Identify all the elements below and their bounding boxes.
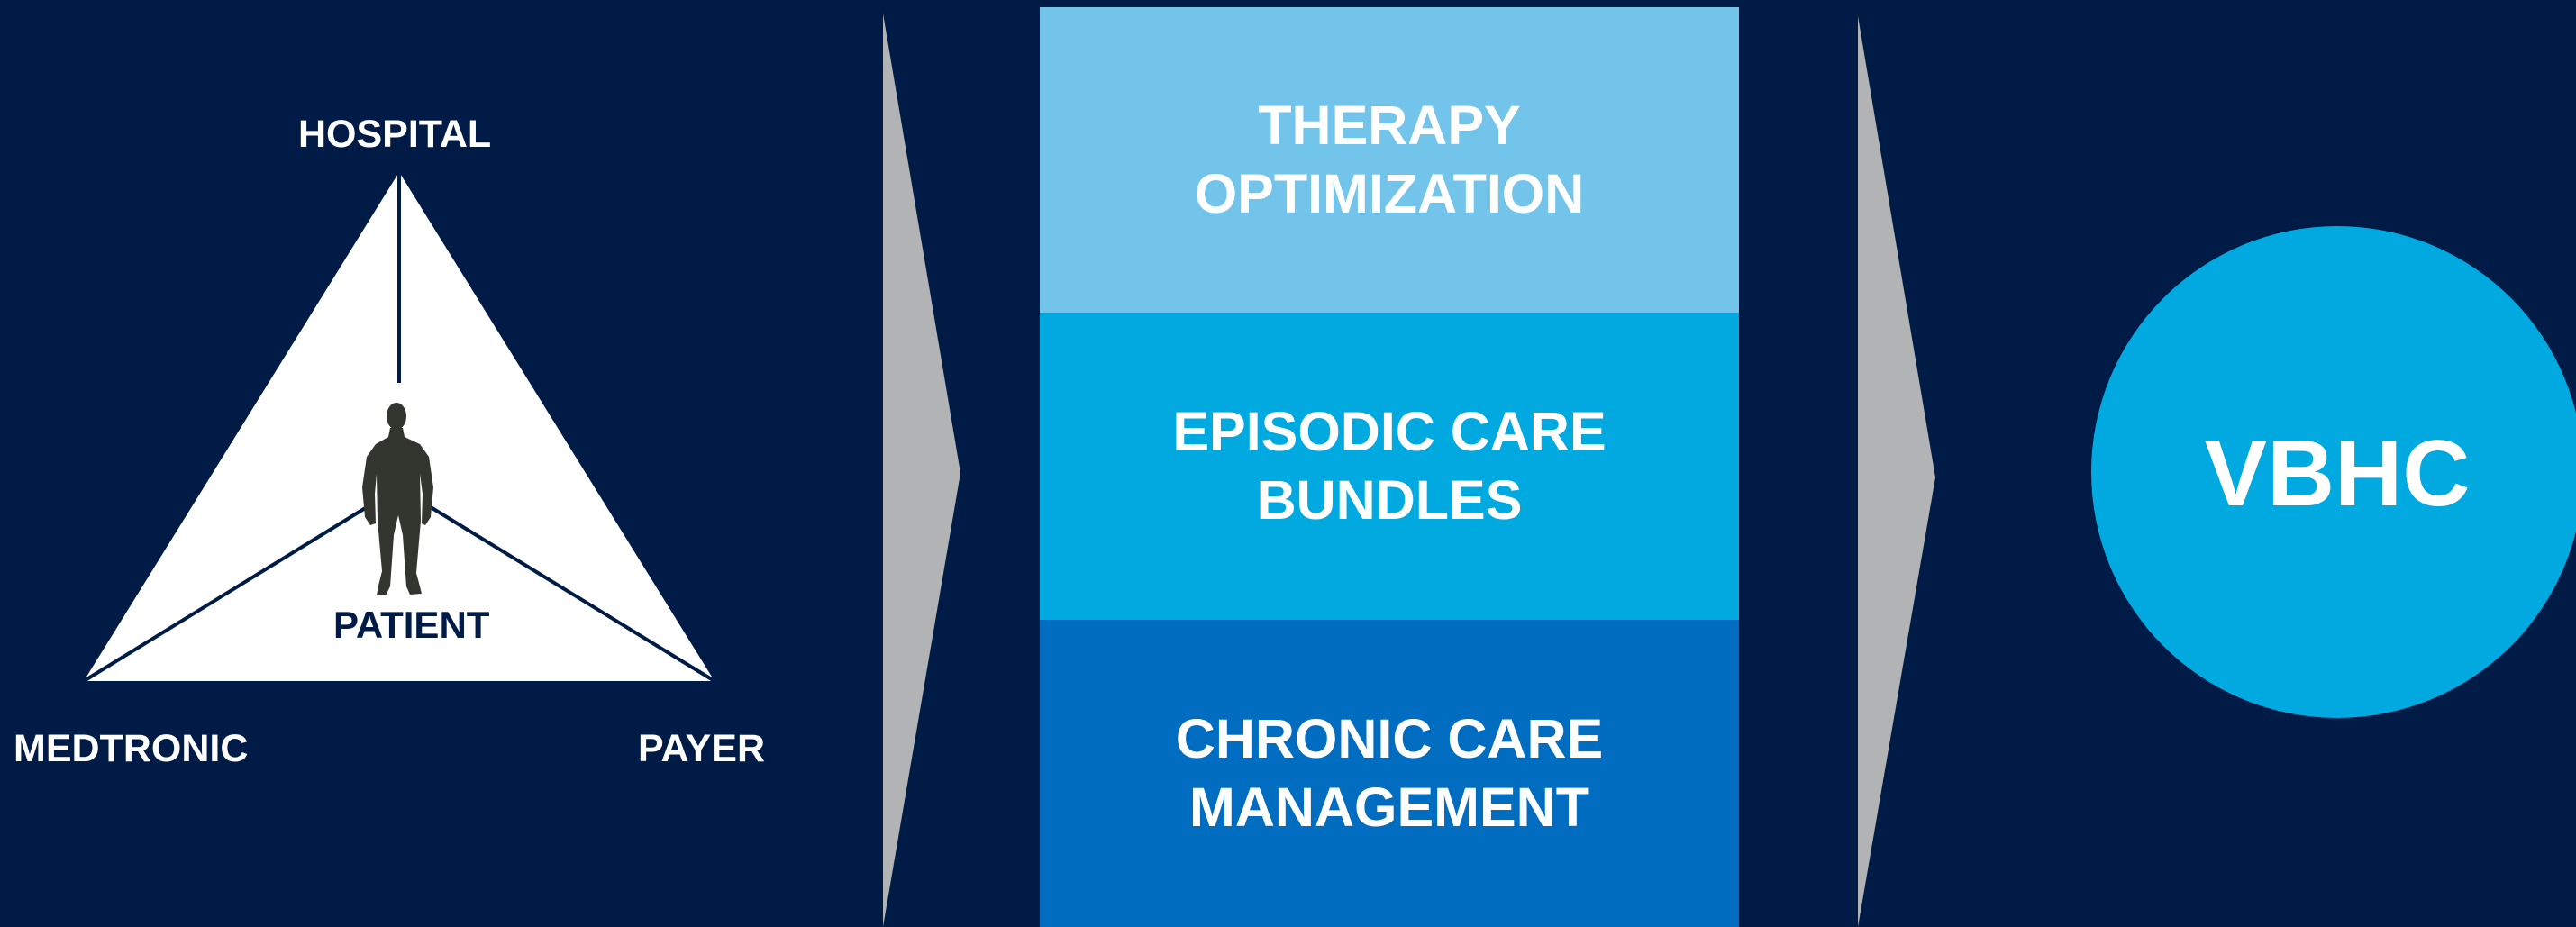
therapy-optimization-label: THERAPY OPTIMIZATION <box>1194 94 1585 224</box>
chronic-care-management-block: CHRONIC CARE MANAGEMENT <box>1040 620 1739 927</box>
episodic-care-bundles-block: EPISODIC CARE BUNDLES <box>1040 313 1739 620</box>
vbhc-circle: VBHC <box>2091 226 2576 718</box>
chevron-arrow-icon <box>1858 16 1935 927</box>
vbhc-label: VBHC <box>2204 422 2471 526</box>
chevron-arrow-icon <box>883 14 960 927</box>
payer-label: PAYER <box>638 727 766 770</box>
patient-label: PATIENT <box>333 604 490 646</box>
chronic-care-management-label: CHRONIC CARE MANAGEMENT <box>1175 707 1604 838</box>
person-silhouette-icon <box>362 403 433 595</box>
medtronic-label: MEDTRONIC <box>14 727 249 770</box>
payer-connector-line <box>429 505 716 683</box>
therapy-optimization-block: THERAPY OPTIMIZATION <box>1040 7 1739 313</box>
hospital-label: HOSPITAL <box>298 113 492 156</box>
medtronic-connector-line <box>82 505 369 683</box>
episodic-care-bundles-label: EPISODIC CARE BUNDLES <box>1172 400 1607 531</box>
